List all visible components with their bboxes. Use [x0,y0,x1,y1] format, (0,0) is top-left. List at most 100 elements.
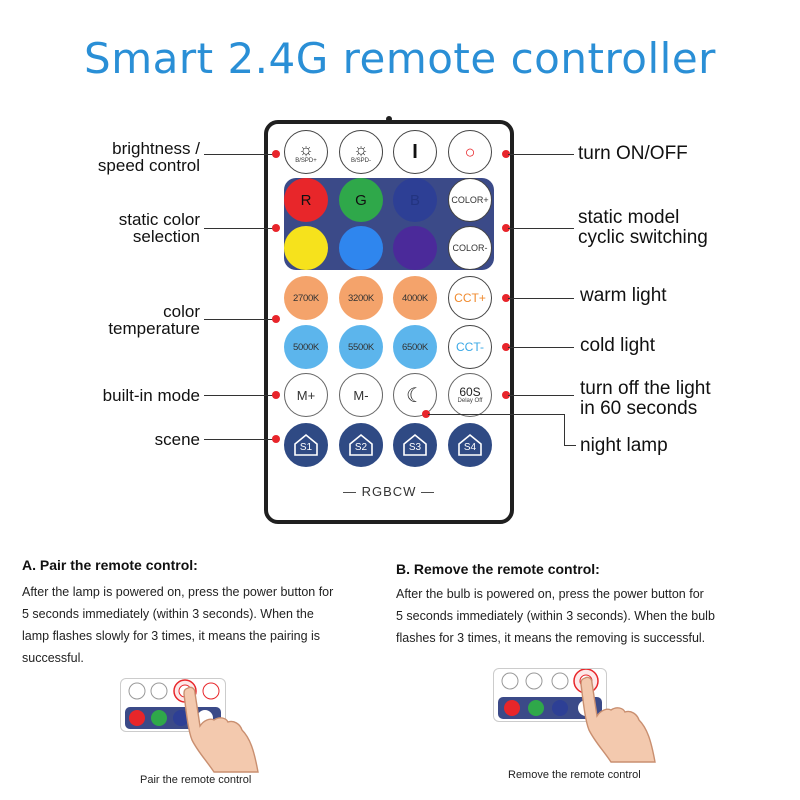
label-static-model: static model cyclic switching [578,208,788,248]
temp-3200k-label: 3200K [348,292,374,304]
scene-4-label: S4 [463,442,477,453]
section-a-line: After the lamp is powered on, press the … [22,585,334,599]
section-b-line: flashes for 3 times, it means the removi… [396,631,706,645]
house-icon: S3 [402,433,428,457]
brightness-down-button[interactable]: ☼ B/SPD- [339,130,383,174]
scene-4-button[interactable]: S4 [448,423,492,467]
temp-2700k-label: 2700K [293,292,319,304]
power-on-button[interactable]: I [393,130,437,174]
power-on-label: I [412,140,418,163]
label-color-temp-line2: temperature [108,319,200,338]
label-warm-light: warm light [580,285,667,306]
cct-plus-label: CCT+ [454,291,486,305]
color-minus-button[interactable]: COLOR- [448,226,492,270]
mode-plus-button[interactable]: M+ [284,373,328,417]
leader-line [508,347,574,348]
temp-2700k-button[interactable]: 2700K [284,276,328,320]
temp-4000k-button[interactable]: 4000K [393,276,437,320]
section-a-line: 5 seconds immediately (within 3 seconds)… [22,607,314,621]
remote-model-text: RGBCW [361,484,417,499]
indicator-dot [272,224,280,232]
indicator-dot [502,294,510,302]
remote-top-nub [386,116,392,122]
indicator-dot [502,150,510,158]
temp-5500k-label: 5500K [348,341,374,353]
indicator-dot [422,410,430,418]
scene-2-button[interactable]: S2 [339,423,383,467]
red-button[interactable]: R [284,178,328,222]
section-a-line: successful. [22,651,84,665]
leader-line [204,395,276,396]
color-plus-label: COLOR+ [451,195,489,205]
leader-line [428,414,564,415]
temp-6500k-label: 6500K [402,341,428,353]
label-color-temperature: color temperature [40,303,200,337]
indicator-dot [272,150,280,158]
indicator-dot [272,391,280,399]
label-scene: scene [154,430,200,449]
scene-1-button[interactable]: S1 [284,423,328,467]
temp-6500k-button[interactable]: 6500K [393,325,437,369]
indicator-dot [272,435,280,443]
house-icon: S2 [348,433,374,457]
red-button-label: R [300,191,312,209]
color-minus-label: COLOR- [452,243,488,253]
temp-3200k-button[interactable]: 3200K [339,276,383,320]
blue-button-label: B [409,191,420,209]
label-static-color-line2: selection [132,227,200,246]
section-b-title: B. Remove the remote control: [396,561,600,577]
delay-off-button[interactable]: 60S Delay Off [448,373,492,417]
power-off-label: ○ [464,141,476,162]
label-color-temp-line1: color [163,302,200,321]
label-builtin-mode: built-in mode [102,386,200,405]
mode-plus-label: M+ [296,387,316,403]
brightness-down-label: B/SPD- [350,157,371,164]
cct-minus-button[interactable]: CCT- [448,325,492,369]
label-static-model-line2: cyclic switching [578,227,708,248]
scene-2-label: S2 [354,442,368,453]
section-a-body: After the lamp is powered on, press the … [22,581,392,669]
temp-5000k-button[interactable]: 5000K [284,325,328,369]
sun-icon: ☼ [353,139,369,159]
green-button[interactable]: G [339,178,383,222]
cct-plus-button[interactable]: CCT+ [448,276,492,320]
color-plus-button[interactable]: COLOR+ [448,178,492,222]
indicator-dot [502,224,510,232]
brightness-up-button[interactable]: ☼ B/SPD+ [284,130,328,174]
label-turn-off-60s: turn off the light in 60 seconds [580,379,790,419]
scene-1-label: S1 [299,442,313,453]
temp-5500k-button[interactable]: 5500K [339,325,383,369]
leader-line [204,154,276,155]
leader-line [508,154,574,155]
indicator-dot [502,391,510,399]
label-static-color-line1: static color [118,210,200,229]
label-brightness-line2: speed control [97,156,200,175]
mode-minus-label: M- [353,387,369,403]
house-icon: S1 [293,433,319,457]
label-static-model-line1: static model [578,207,680,228]
night-lamp-button[interactable]: ☾ [393,373,437,417]
page-title: Smart 2.4G remote controller [84,34,716,83]
leader-line [508,395,574,396]
yellow-button[interactable] [284,226,328,270]
label-static-color: static color selection [40,211,200,245]
leader-line [508,228,574,229]
leader-line [204,319,276,320]
remote-model-label: — RGBCW — [342,484,436,499]
moon-icon: ☾ [406,384,424,407]
green-button-label: G [355,191,367,209]
mode-minus-button[interactable]: M- [339,373,383,417]
cct-minus-label: CCT- [456,340,484,354]
purple-button[interactable] [393,226,437,270]
temp-5000k-label: 5000K [293,341,319,353]
indicator-dot [272,315,280,323]
blue-button[interactable]: B [393,178,437,222]
remove-caption: Remove the remote control [508,769,641,781]
power-off-button[interactable]: ○ [448,130,492,174]
pair-caption: Pair the remote control [140,774,252,786]
scene-3-button[interactable]: S3 [393,423,437,467]
temp-4000k-label: 4000K [402,292,428,304]
leader-line [204,228,276,229]
section-a-line: lamp flashes slowly for 3 times, it mean… [22,629,321,643]
sky-blue-button[interactable] [339,226,383,270]
